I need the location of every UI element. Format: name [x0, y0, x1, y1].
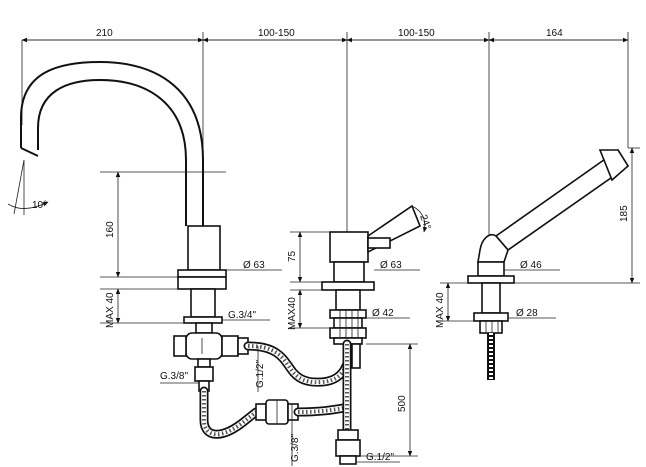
- dim-angle-spout: 10°: [32, 200, 47, 211]
- mixer-escutcheon: [321, 281, 375, 291]
- mixer-nut-2: [329, 327, 367, 339]
- hand-shower-nut: [473, 312, 509, 322]
- dim-max-right: MAX 40: [435, 292, 446, 328]
- dim-line-shower-height: [514, 147, 640, 284]
- hand-shower-head: [598, 149, 630, 182]
- spout-escutcheon: [177, 269, 227, 278]
- mixer-nut-1: [329, 309, 367, 319]
- dim-dia-spout: Ø 63: [243, 260, 265, 271]
- diverter-bottom-nut: [194, 366, 214, 382]
- mixer-supply-fitting: [335, 439, 361, 457]
- dim-dia-shower-shank: Ø 28: [516, 308, 538, 319]
- mixer-supply-tube: [335, 339, 361, 465]
- hose-valve-to-mixer: [293, 403, 349, 417]
- dim-shower-height: 185: [619, 205, 630, 222]
- leader-lines-mixer: [366, 269, 420, 319]
- hand-shower-elbow: [477, 234, 509, 263]
- dim-max-left: MAX 40: [105, 292, 116, 328]
- dim-top-mixer-a: 100-150: [258, 28, 295, 39]
- dim-dia-shower: Ø 46: [520, 260, 542, 271]
- spout-body: [20, 60, 227, 324]
- dim-line-hose-length: [360, 343, 418, 457]
- dim-thread-spout: G.3/4": [228, 310, 256, 321]
- hand-shower: [467, 148, 630, 334]
- dim-line-mixer-height: [290, 231, 330, 329]
- diverter-body: [185, 332, 223, 360]
- dim-dia-mixer-shank: Ø 42: [372, 308, 394, 319]
- spout-base-ring: [177, 276, 227, 290]
- dim-thread-half-a: G.1/2": [255, 360, 266, 388]
- dim-thread-three-eighths-b: G.3/8": [290, 434, 301, 462]
- hose-diverter-down: [199, 386, 261, 439]
- inline-valve: [255, 399, 299, 425]
- spout-shank: [190, 288, 216, 318]
- dim-thread-three-eighths-a: G.3/8": [160, 371, 188, 382]
- mixer-top: [329, 231, 369, 263]
- hand-shower-escutcheon: [467, 275, 515, 284]
- diverter-valve: [173, 322, 249, 392]
- mixer-supply-nut: [337, 429, 359, 441]
- leader-lines-spout: [222, 269, 282, 321]
- dim-line-max-right: [440, 282, 474, 322]
- spout-nut: [183, 316, 223, 324]
- dim-top-shower: 164: [546, 28, 563, 39]
- mixer-body: [321, 204, 422, 345]
- dim-dia-mixer: Ø 63: [380, 260, 402, 271]
- dim-top-mixer-b: 100-150: [398, 28, 435, 39]
- dim-max-mid: MAX40: [287, 297, 298, 330]
- mixer-body-lower: [333, 261, 365, 283]
- mixer-shank: [335, 289, 361, 311]
- leader-lines-shower: [504, 269, 560, 319]
- diverter-right-port: [221, 335, 239, 357]
- top-dimension-chain: [21, 32, 629, 236]
- spout-angle-indicator: [7, 159, 49, 215]
- dim-spout-height: 160: [105, 221, 116, 238]
- diverter-left-port: [173, 335, 187, 357]
- dim-top-spout: 210: [96, 28, 113, 39]
- dim-thread-half-b: G.1/2": [366, 452, 394, 463]
- dim-hose-length: 500: [397, 395, 408, 412]
- hand-shower-holder: [477, 261, 505, 277]
- hand-shower-shank: [481, 282, 501, 314]
- spout-base-body: [187, 225, 221, 271]
- dim-line-spout-height: [100, 171, 226, 324]
- dim-mixer-height: 75: [287, 250, 298, 262]
- dim-angle-lever: 24°: [417, 213, 433, 231]
- mixer-lever-angle: [411, 205, 428, 233]
